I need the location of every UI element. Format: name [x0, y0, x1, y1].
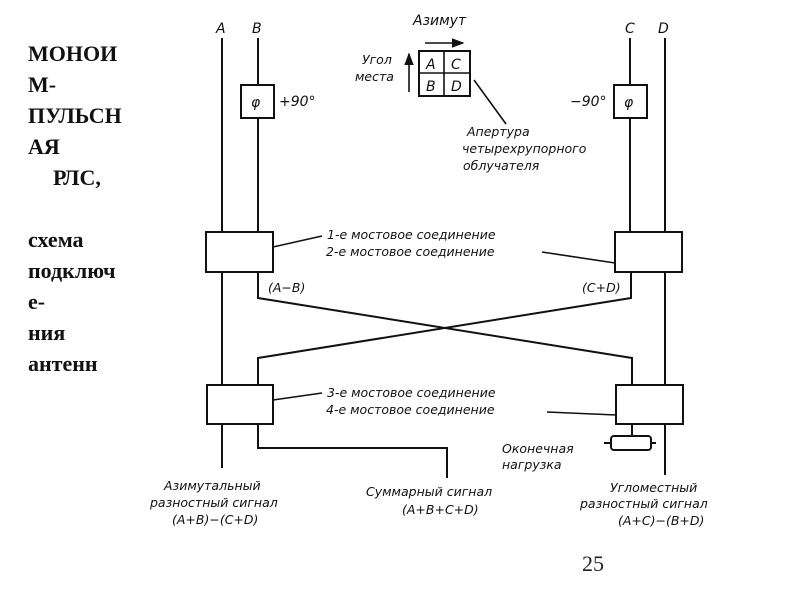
sum-output-line1: Суммарный сигнал	[366, 484, 492, 499]
cross-line-c-plus-d	[257, 272, 632, 385]
load-label-line2: нагрузка	[502, 457, 562, 472]
elevation-output-formula: (A+C)−(B+D)	[618, 513, 704, 528]
feed-label-c: C	[625, 21, 635, 37]
aperture-cell-c: C	[451, 57, 461, 73]
load-resistor-icon	[610, 435, 652, 451]
azimuth-output-line2: разностный сигнал	[149, 495, 278, 510]
bridge-4-label: 4-е мостовое соединение	[326, 402, 495, 417]
bridge-3	[206, 384, 274, 425]
elevation-label-line1: Угол	[362, 52, 392, 67]
title-line: М-	[28, 72, 57, 97]
title-line: антенн	[28, 351, 98, 376]
phase-symbol-right: φ	[624, 95, 634, 111]
azimuth-output-formula: (A+B)−(C+D)	[172, 512, 258, 527]
elevation-label-line2: места	[355, 69, 394, 84]
bridge-2-leader	[541, 251, 616, 264]
bridge-3-leader	[272, 392, 323, 401]
sum-output-formula: (A+B+C+D)	[402, 502, 479, 517]
feed-label-b: B	[252, 21, 262, 37]
bridge-4-leader	[546, 411, 617, 416]
elevation-output-line1: Угломестный	[610, 480, 697, 495]
feed-label-a: A	[215, 21, 226, 37]
phase-shifter-right	[613, 84, 648, 119]
phase-symbol-left: φ	[251, 95, 261, 111]
page-number: 25	[582, 551, 604, 576]
slide-title: МОНОИ М- ПУЛЬСН АЯ РЛС, схема подключ е-…	[28, 38, 178, 379]
title-line: РЛС,	[53, 165, 101, 190]
phase-shift-left: +90°	[279, 94, 316, 110]
sum-output-line	[257, 424, 448, 478]
phase-shift-right: −90°	[570, 94, 607, 110]
azimuth-output-line1: Азимутальный	[163, 478, 261, 493]
bridge-1	[205, 231, 274, 273]
aperture-caption-line1: Апертура	[466, 124, 530, 139]
bridge-1-label: 1-е мостовое соединение	[327, 227, 496, 242]
aperture-cell-a: A	[425, 57, 436, 73]
intermediate-signal-right: (C+D)	[582, 280, 621, 295]
title-line: е-	[28, 289, 46, 314]
title-line: схема	[28, 227, 84, 252]
bridge-1-leader	[272, 235, 323, 248]
title-line: АЯ	[28, 134, 60, 159]
title-line: подключ	[28, 258, 116, 283]
title-line: ПУЛЬСН	[28, 103, 122, 128]
bridge-2	[614, 231, 683, 273]
title-line: МОНОИ	[28, 41, 118, 66]
aperture-caption-line3: облучателя	[463, 158, 540, 173]
elevation-output-line2: разностный сигнал	[579, 496, 708, 511]
azimuth-label: Азимут	[412, 13, 467, 29]
aperture-leader	[473, 79, 507, 125]
intermediate-signal-left: (A−B)	[268, 280, 305, 295]
bridge-4	[615, 384, 684, 425]
bridge-3-label: 3-е мостовое соединение	[327, 385, 496, 400]
aperture-caption-line2: четырехрупорного	[462, 141, 587, 156]
load-label-line1: Оконечная	[502, 441, 574, 456]
aperture-cell-b: B	[426, 79, 436, 95]
aperture-cell-d: D	[451, 79, 462, 95]
bridge-2-label: 2-е мостовое соединение	[326, 244, 495, 259]
feed-label-d: D	[658, 21, 669, 37]
title-line: ния	[28, 320, 66, 345]
